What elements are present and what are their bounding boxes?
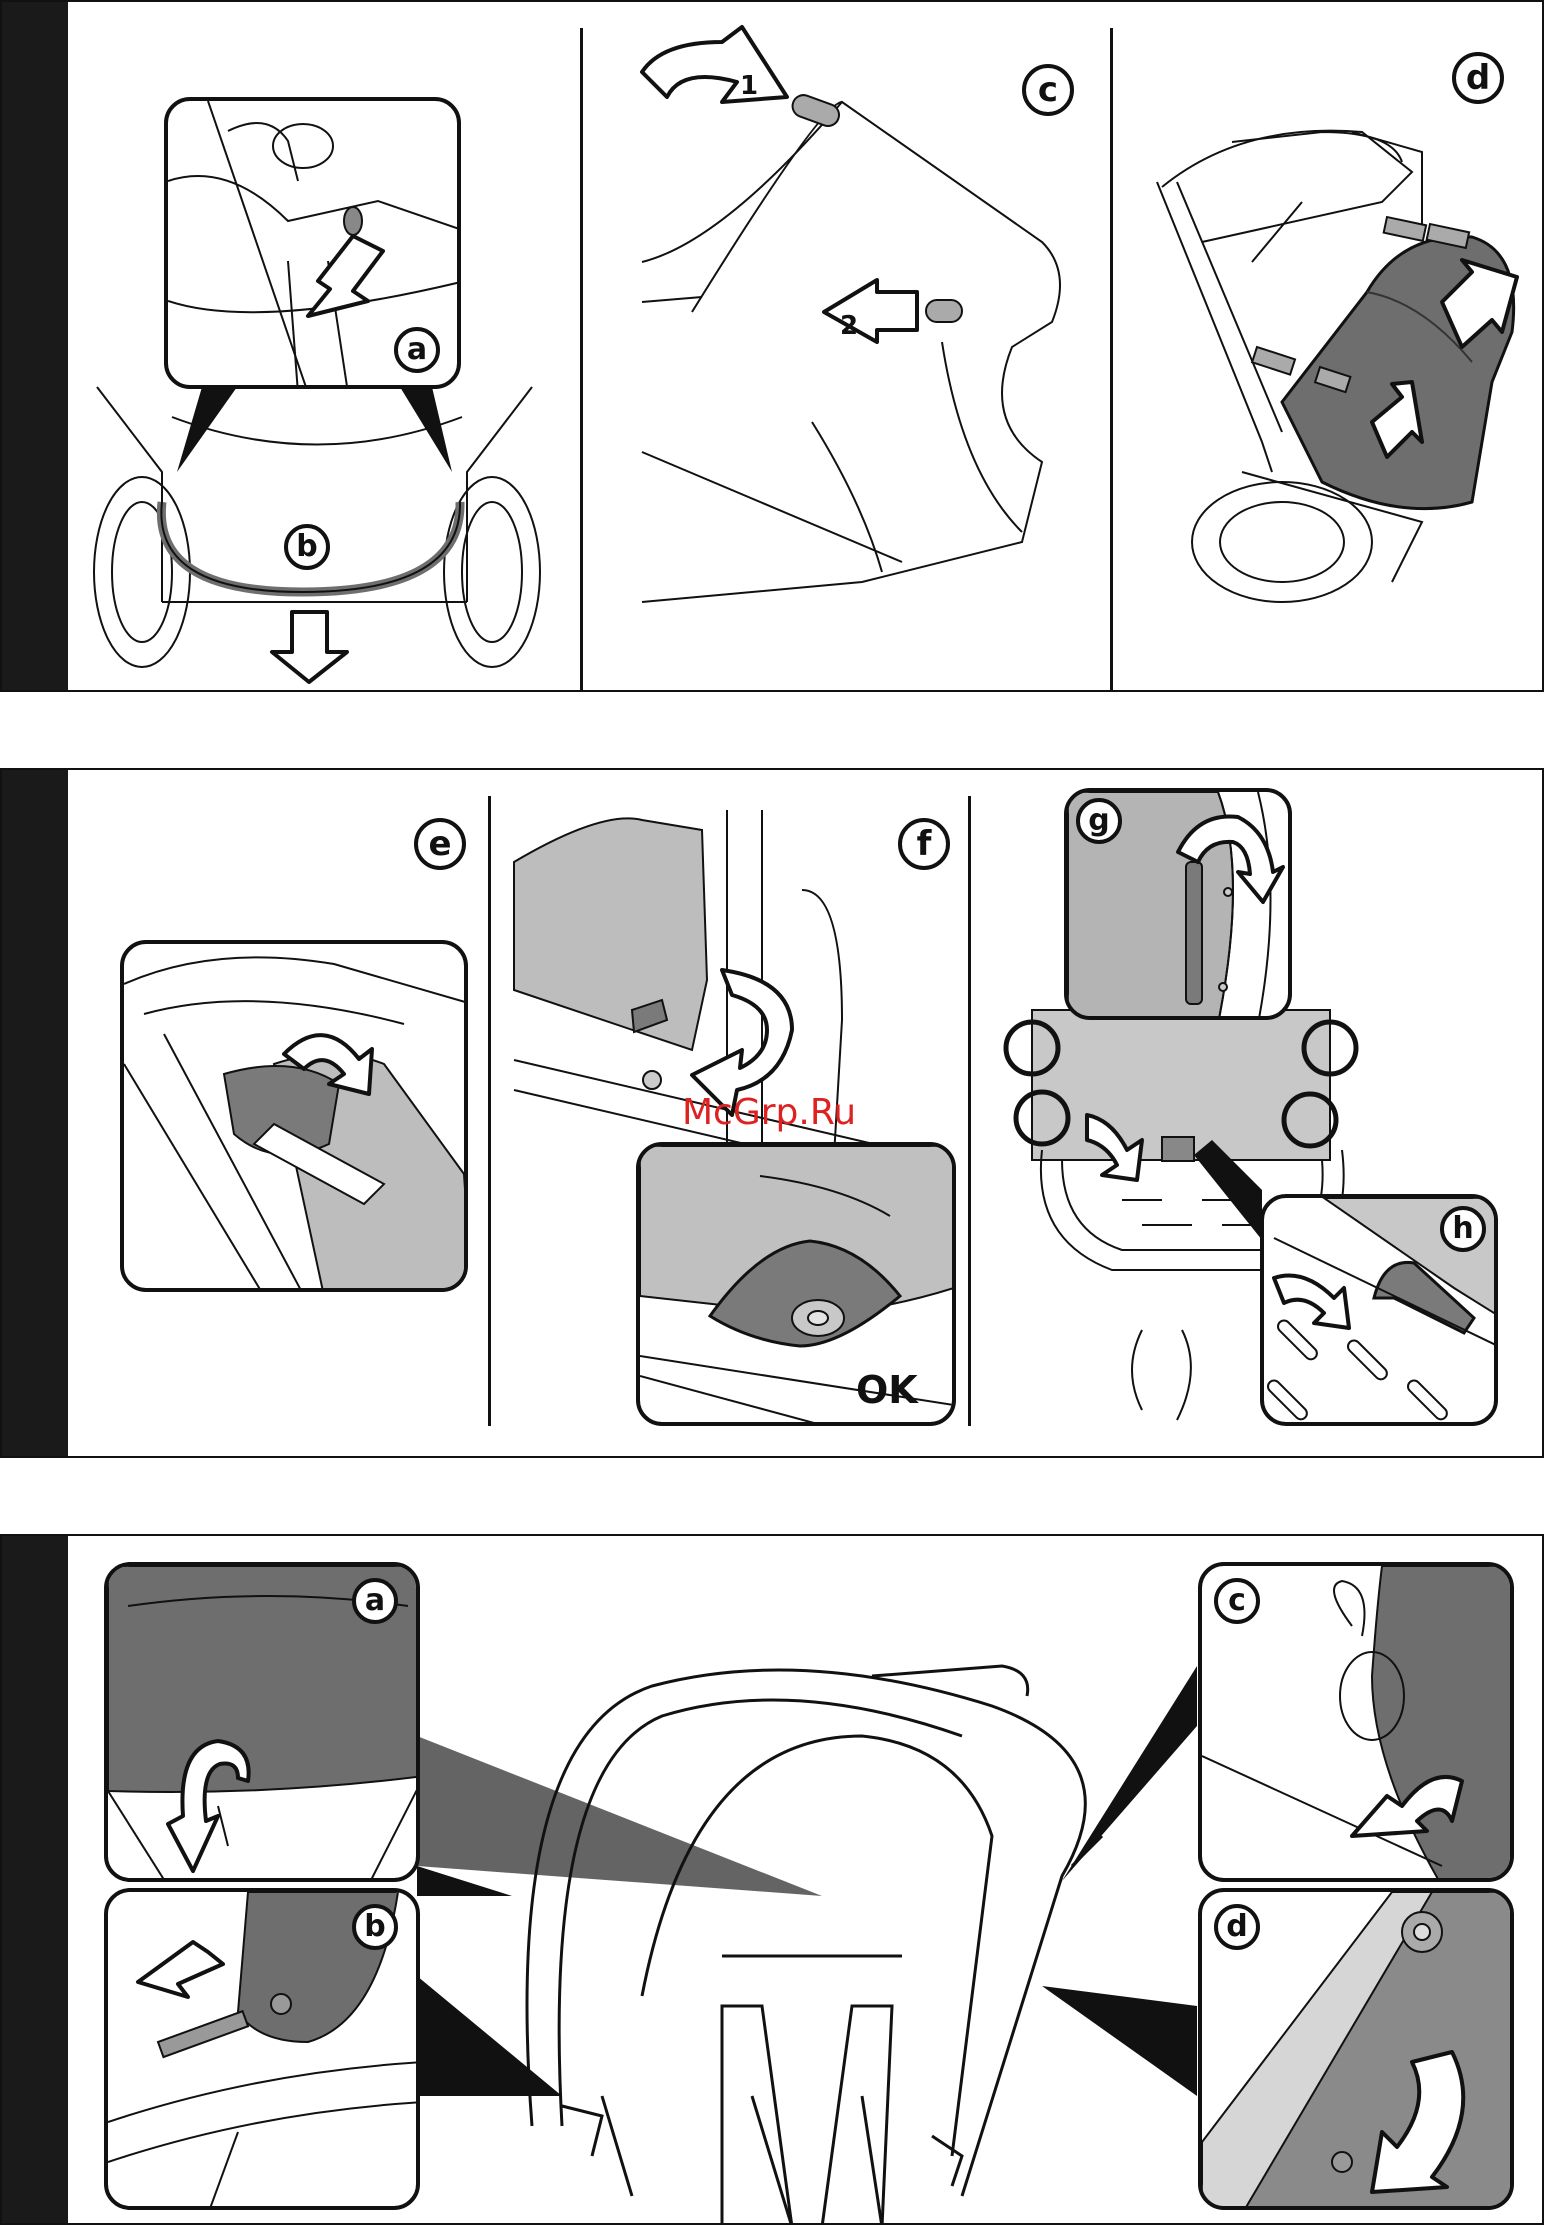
middle-instruction-panel: e f McGrp.Ru <box>0 768 1544 1458</box>
step-divider <box>488 796 491 1426</box>
canopy-fold-a-inset: a <box>104 1562 420 1882</box>
step-label-d: d <box>1214 1904 1260 1950</box>
release-button-inset: a <box>164 97 461 389</box>
step-divider <box>1110 28 1113 690</box>
strap-h-inset: h <box>1260 1194 1498 1426</box>
hinge-knob-inset <box>120 940 468 1292</box>
step-label-b: b <box>284 524 330 570</box>
arrow-number-2: 2 <box>840 311 858 341</box>
ok-label: OK <box>856 1368 918 1412</box>
arrow-number-1: 1 <box>740 71 758 101</box>
top-instruction-panel: a b 2 1 c <box>0 0 1544 692</box>
lock-ok-inset: OK <box>636 1142 956 1426</box>
step-divider <box>580 28 583 690</box>
bottom-instruction-panel: a b c <box>0 1534 1544 2225</box>
step-label-e: e <box>414 818 466 870</box>
canopy-release-b-inset: b <box>104 1888 420 2210</box>
step-label-c: c <box>1022 64 1074 116</box>
step-label-g: g <box>1076 798 1122 844</box>
step-label-a: a <box>394 327 440 373</box>
step-label-a: a <box>352 1578 398 1624</box>
step-divider <box>968 796 971 1426</box>
step-label-h: h <box>1440 1206 1486 1252</box>
canopy-clip-c-inset: c <box>1198 1562 1514 1882</box>
watermark: McGrp.Ru <box>682 1092 856 1133</box>
step-label-d: d <box>1452 52 1504 104</box>
fastener-g-inset: g <box>1064 788 1292 1020</box>
step-label-b: b <box>352 1904 398 1950</box>
step-label-c: c <box>1214 1578 1260 1624</box>
section-sidebar <box>2 770 68 1456</box>
canopy-hinge-d-inset: d <box>1198 1888 1514 2210</box>
step-label-f: f <box>898 818 950 870</box>
